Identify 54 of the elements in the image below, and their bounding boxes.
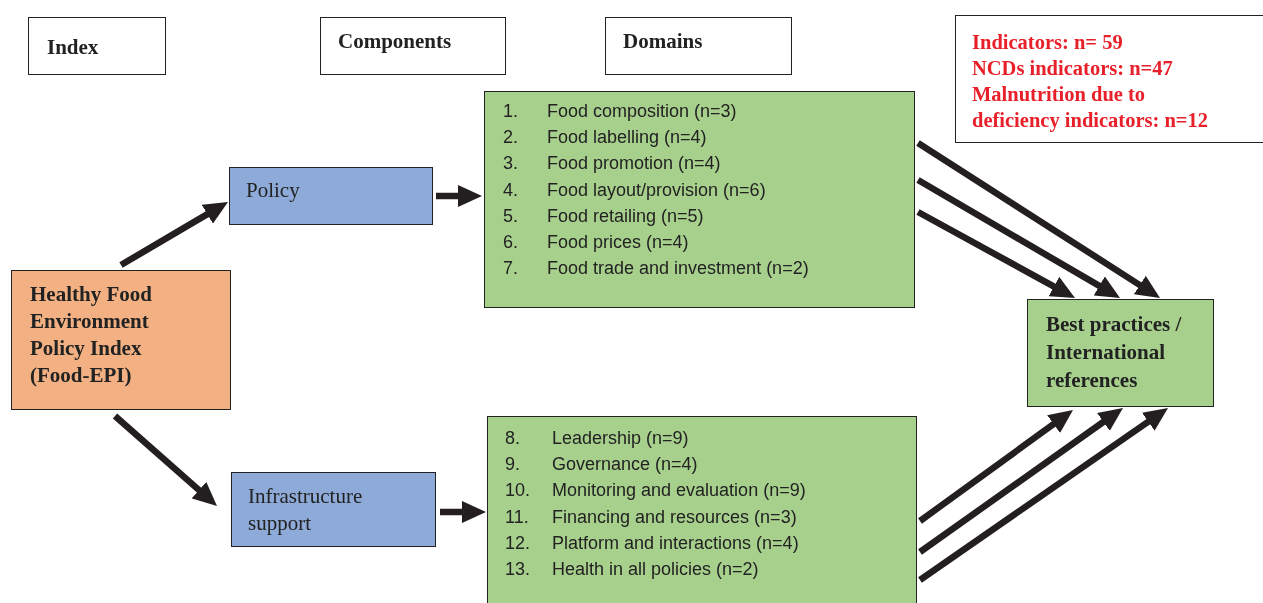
item-number: 9. xyxy=(505,453,521,477)
domain-box xyxy=(484,91,915,308)
node-text: Infrastructure support xyxy=(248,483,364,537)
column-header xyxy=(320,17,506,75)
column-header xyxy=(605,17,792,75)
domain-text: Food promotion (n=4) xyxy=(547,152,722,176)
node-text: Components xyxy=(338,29,453,54)
item-number: 2. xyxy=(503,126,519,150)
indicator-note xyxy=(955,15,1263,143)
item-number: 4. xyxy=(503,178,519,202)
domain-text: Food prices (n=4) xyxy=(547,231,690,254)
arrow xyxy=(112,413,217,506)
arrow xyxy=(918,410,1073,524)
item-number: 1. xyxy=(503,100,519,123)
domain-text: Financing and resources (n=3) xyxy=(552,505,798,529)
arrow xyxy=(119,202,228,268)
domain-text: Food layout/provision (n=6) xyxy=(547,178,767,202)
domain-text: Food retailing (n=5) xyxy=(547,204,705,228)
node-text: Indicators: n= 59 xyxy=(972,30,1124,55)
item-number: 7. xyxy=(503,257,519,281)
index-box xyxy=(11,270,231,410)
node-text: Malnutrition due to deficiency indicators: n=12 xyxy=(972,82,1210,133)
domain-text: Food trade and investment (n=2) xyxy=(547,257,809,281)
domain-text: Food labelling (n=4) xyxy=(547,126,708,150)
arrow xyxy=(918,408,1123,555)
reference-box xyxy=(1027,299,1214,407)
arrow xyxy=(916,140,1160,298)
item-number: 11. xyxy=(505,505,530,529)
node-text: Best practices / International references xyxy=(1046,311,1183,394)
domain-text: Monitoring and evaluation (n=9) xyxy=(552,479,806,503)
domain-text: Health in all policies (n=2) xyxy=(552,558,760,581)
domain-box xyxy=(487,416,917,603)
item-number: 6. xyxy=(503,231,519,254)
node-text: Healthy Food Environment Policy Index (Food-EPI) xyxy=(30,281,153,389)
item-number: 12. xyxy=(505,531,532,555)
arrow xyxy=(916,209,1075,298)
arrow xyxy=(916,177,1120,298)
item-number: 13. xyxy=(505,558,532,581)
node-text: Policy xyxy=(246,178,301,203)
item-number: 8. xyxy=(505,427,521,450)
node-text: Domains xyxy=(623,29,704,54)
arrow xyxy=(918,408,1168,583)
node-text: NCDs indicators: n=47 xyxy=(972,56,1174,81)
component-box xyxy=(229,167,433,225)
item-number: 5. xyxy=(503,204,519,228)
component-box xyxy=(231,472,436,547)
column-header xyxy=(28,17,166,75)
domain-text: Food composition (n=3) xyxy=(547,100,738,123)
domain-text: Governance (n=4) xyxy=(552,453,699,477)
node-text: Index xyxy=(47,35,100,60)
item-number: 10. xyxy=(505,479,532,503)
item-number: 3. xyxy=(503,152,519,176)
domain-text: Leadership (n=9) xyxy=(552,427,690,450)
domain-text: Platform and interactions (n=4) xyxy=(552,531,800,555)
